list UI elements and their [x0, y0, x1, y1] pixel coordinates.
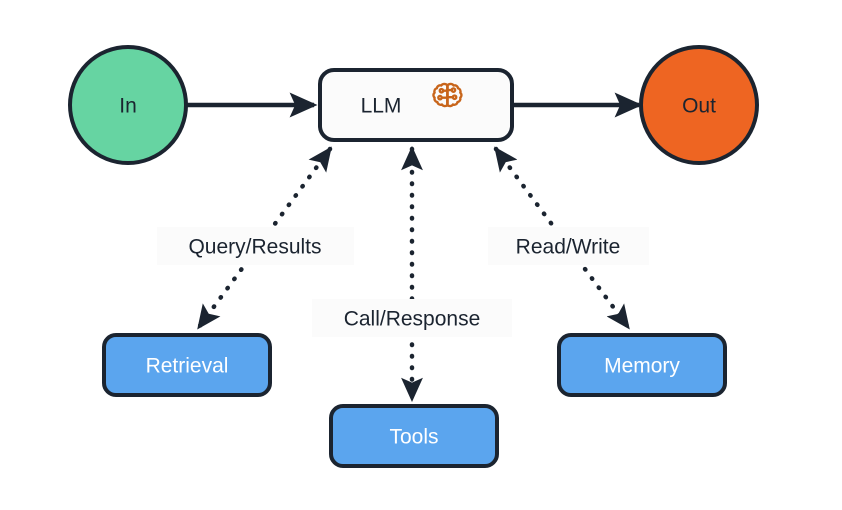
edge-llm-memory-line: [493, 146, 631, 330]
node-out-shape[interactable]: [639, 45, 759, 165]
node-tools-label: Tools: [389, 426, 438, 449]
edge-label-read-write-text: Read/Write: [516, 236, 621, 259]
edge-llm-retrieval: [196, 146, 333, 330]
node-retrieval-label: Retrieval: [146, 355, 229, 378]
node-in[interactable]: In: [68, 45, 188, 165]
brain-icon: [432, 82, 463, 108]
edge-label-call-response-text: Call/Response: [344, 308, 481, 331]
node-memory-label: Memory: [604, 355, 680, 378]
node-retrieval[interactable]: Retrieval: [102, 333, 272, 397]
node-llm-shape[interactable]: [318, 68, 514, 142]
edge-label-call-response: Call/Response: [312, 299, 512, 337]
edge-label-read-write: Read/Write: [488, 227, 649, 265]
edge-label-query-results: Query/Results: [157, 227, 354, 265]
node-tools[interactable]: Tools: [329, 404, 499, 468]
node-llm-label: LLM: [361, 95, 402, 118]
node-in-label: In: [119, 95, 137, 118]
node-out-label: Out: [682, 95, 716, 118]
node-in-shape[interactable]: [68, 45, 188, 165]
node-llm[interactable]: LLM: [318, 68, 514, 142]
node-out[interactable]: Out: [639, 45, 759, 165]
edge-label-query-results-bg: [157, 227, 354, 265]
edge-label-call-response-bg: [312, 299, 512, 337]
node-retrieval-shape[interactable]: [102, 333, 272, 397]
edge-label-query-results-text: Query/Results: [188, 236, 321, 259]
edge-label-read-write-bg: [488, 227, 649, 265]
node-memory[interactable]: Memory: [557, 333, 727, 397]
node-memory-shape[interactable]: [557, 333, 727, 397]
edge-llm-retrieval-line: [196, 146, 333, 330]
node-tools-shape[interactable]: [329, 404, 499, 468]
edge-llm-memory: [493, 146, 631, 330]
